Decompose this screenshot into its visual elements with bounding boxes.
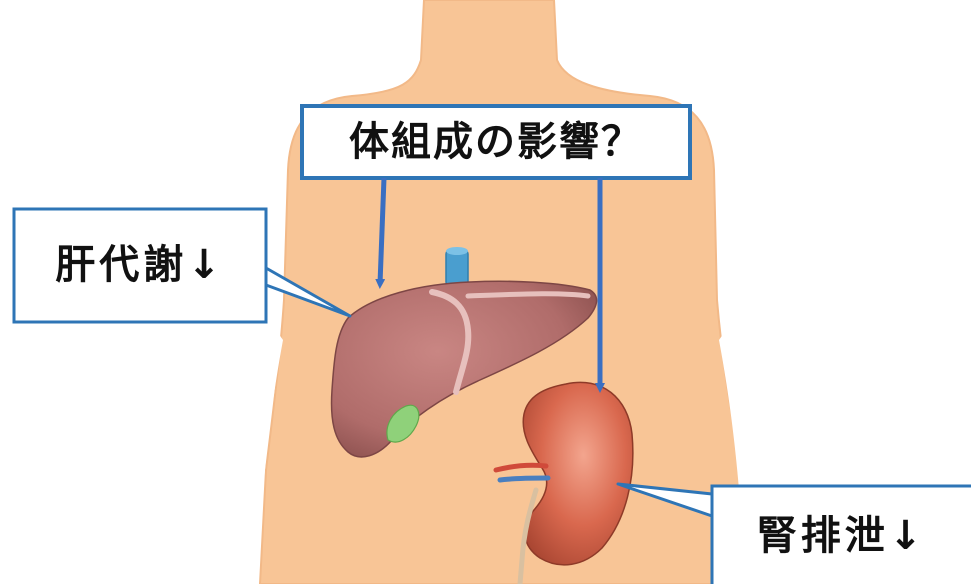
kidney-excretion-label: 腎排泄↓ [712, 486, 971, 584]
title-label: 体組成の影響？ [302, 106, 690, 178]
vena-cava-vessel [446, 250, 468, 286]
liver-metabolism-label: 肝代謝↓ [14, 209, 266, 322]
renal-vein [500, 478, 548, 480]
